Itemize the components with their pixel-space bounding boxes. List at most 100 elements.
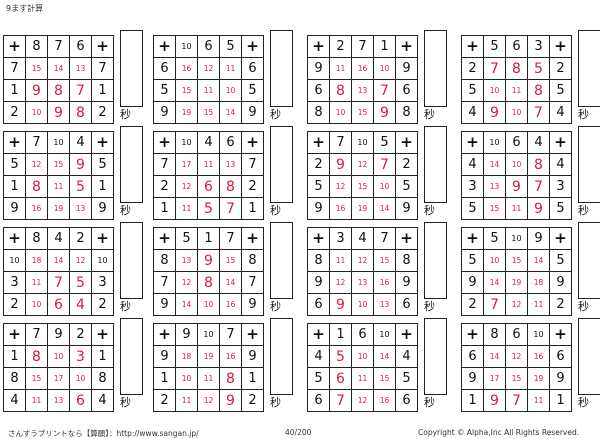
answer-cell[interactable]: 10 [505, 153, 528, 176]
answer-cell[interactable]: 12 [197, 57, 220, 80]
answer-cell[interactable]: 11 [505, 197, 528, 220]
answer-cell[interactable]: 7 [69, 79, 92, 102]
answer-cell[interactable]: 10 [505, 101, 528, 124]
answer-cell[interactable]: 14 [373, 345, 396, 368]
answer-cell[interactable]: 9 [47, 101, 70, 124]
answer-cell[interactable]: 8 [219, 175, 242, 198]
answer-cell[interactable]: 18 [527, 271, 550, 294]
time-entry-box[interactable] [120, 318, 143, 395]
answer-cell[interactable]: 17 [483, 367, 506, 390]
answer-cell[interactable]: 14 [47, 249, 70, 272]
answer-cell[interactable]: 9 [329, 153, 352, 176]
answer-cell[interactable]: 11 [47, 175, 70, 198]
answer-cell[interactable]: 13 [175, 249, 198, 272]
answer-cell[interactable]: 7 [505, 389, 528, 412]
answer-cell[interactable]: 15 [373, 249, 396, 272]
answer-cell[interactable]: 14 [483, 345, 506, 368]
answer-cell[interactable]: 7 [527, 175, 550, 198]
answer-cell[interactable]: 8 [505, 57, 528, 80]
time-entry-box[interactable] [578, 318, 600, 395]
answer-cell[interactable]: 9 [329, 293, 352, 316]
answer-cell[interactable]: 12 [329, 271, 352, 294]
answer-cell[interactable]: 6 [47, 293, 70, 316]
answer-cell[interactable]: 13 [373, 293, 396, 316]
answer-cell[interactable]: 14 [483, 271, 506, 294]
answer-cell[interactable]: 9 [197, 249, 220, 272]
answer-cell[interactable]: 10 [197, 293, 220, 316]
answer-cell[interactable]: 15 [197, 101, 220, 124]
answer-cell[interactable]: 18 [25, 249, 48, 272]
answer-cell[interactable]: 15 [505, 249, 528, 272]
answer-cell[interactable]: 10 [69, 367, 92, 390]
answer-cell[interactable]: 11 [351, 367, 374, 390]
answer-cell[interactable]: 6 [69, 389, 92, 412]
time-entry-box[interactable] [120, 222, 143, 299]
answer-cell[interactable]: 16 [25, 197, 48, 220]
answer-cell[interactable]: 14 [527, 249, 550, 272]
answer-cell[interactable]: 16 [373, 389, 396, 412]
answer-cell[interactable]: 5 [197, 197, 220, 220]
answer-cell[interactable]: 9 [527, 197, 550, 220]
answer-cell[interactable]: 7 [47, 271, 70, 294]
answer-cell[interactable]: 13 [219, 153, 242, 176]
answer-cell[interactable]: 8 [69, 101, 92, 124]
answer-cell[interactable]: 16 [329, 197, 352, 220]
answer-cell[interactable]: 10 [483, 249, 506, 272]
time-entry-box[interactable] [120, 126, 143, 203]
answer-cell[interactable]: 19 [351, 197, 374, 220]
answer-cell[interactable]: 11 [329, 249, 352, 272]
answer-cell[interactable]: 10 [351, 293, 374, 316]
answer-cell[interactable]: 19 [47, 197, 70, 220]
time-entry-box[interactable] [424, 318, 447, 395]
answer-cell[interactable]: 13 [351, 271, 374, 294]
answer-cell[interactable]: 11 [175, 389, 198, 412]
answer-cell[interactable]: 11 [25, 271, 48, 294]
answer-cell[interactable]: 12 [351, 153, 374, 176]
answer-cell[interactable]: 15 [25, 367, 48, 390]
answer-cell[interactable]: 8 [25, 345, 48, 368]
answer-cell[interactable]: 7 [483, 57, 506, 80]
answer-cell[interactable]: 12 [25, 153, 48, 176]
answer-cell[interactable]: 12 [329, 175, 352, 198]
answer-cell[interactable]: 12 [69, 249, 92, 272]
footer-site-link[interactable]: さんすうプリントなら【算願】：http://www.sangan.jp/ [8, 429, 199, 438]
answer-cell[interactable]: 13 [483, 175, 506, 198]
answer-cell[interactable]: 10 [219, 79, 242, 102]
answer-cell[interactable]: 10 [483, 79, 506, 102]
answer-cell[interactable]: 7 [219, 197, 242, 220]
answer-cell[interactable]: 16 [373, 271, 396, 294]
answer-cell[interactable]: 7 [373, 153, 396, 176]
answer-cell[interactable]: 9 [483, 101, 506, 124]
answer-cell[interactable]: 14 [373, 197, 396, 220]
answer-cell[interactable]: 8 [329, 79, 352, 102]
answer-cell[interactable]: 12 [175, 175, 198, 198]
answer-cell[interactable]: 8 [527, 153, 550, 176]
answer-cell[interactable]: 10 [25, 293, 48, 316]
answer-cell[interactable]: 15 [351, 101, 374, 124]
answer-cell[interactable]: 19 [175, 101, 198, 124]
answer-cell[interactable]: 9 [25, 79, 48, 102]
answer-cell[interactable]: 15 [47, 153, 70, 176]
answer-cell[interactable]: 8 [219, 367, 242, 390]
answer-cell[interactable]: 9 [219, 389, 242, 412]
answer-cell[interactable]: 8 [25, 175, 48, 198]
answer-cell[interactable]: 11 [527, 293, 550, 316]
time-entry-box[interactable] [270, 30, 293, 107]
answer-cell[interactable]: 19 [527, 367, 550, 390]
answer-cell[interactable]: 15 [25, 57, 48, 80]
answer-cell[interactable]: 13 [69, 197, 92, 220]
answer-cell[interactable]: 19 [505, 271, 528, 294]
answer-cell[interactable]: 14 [47, 57, 70, 80]
answer-cell[interactable]: 14 [483, 153, 506, 176]
time-entry-box[interactable] [578, 30, 600, 107]
answer-cell[interactable]: 12 [351, 249, 374, 272]
answer-cell[interactable]: 7 [329, 389, 352, 412]
answer-cell[interactable]: 14 [219, 271, 242, 294]
answer-cell[interactable]: 8 [47, 79, 70, 102]
answer-cell[interactable]: 15 [351, 175, 374, 198]
answer-cell[interactable]: 13 [351, 79, 374, 102]
answer-cell[interactable]: 10 [373, 57, 396, 80]
time-entry-box[interactable] [270, 126, 293, 203]
answer-cell[interactable]: 4 [69, 293, 92, 316]
answer-cell[interactable]: 10 [47, 345, 70, 368]
